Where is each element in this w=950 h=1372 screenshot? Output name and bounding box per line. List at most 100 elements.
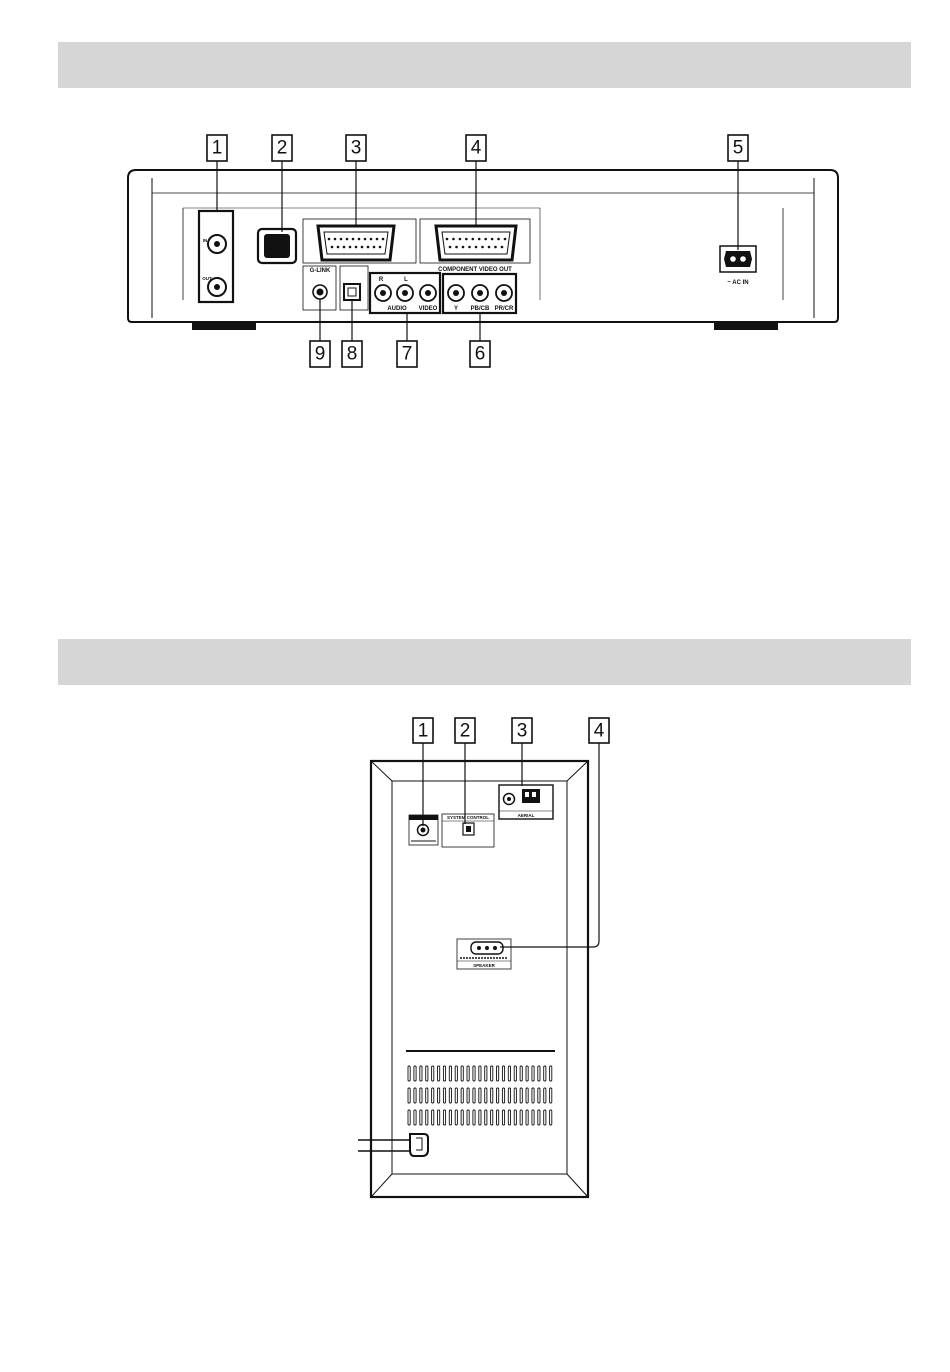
callout-9: 9 — [310, 341, 330, 367]
vent-slot — [449, 1088, 451, 1103]
sub-callout-4: 4 — [589, 718, 609, 743]
scart-pin — [346, 238, 349, 241]
vent-slot — [473, 1110, 475, 1125]
vent-slot — [538, 1088, 540, 1103]
scart-pin — [491, 238, 494, 241]
section-header-band-bottom — [58, 639, 911, 685]
vent-grille — [408, 1066, 552, 1125]
power-cord — [358, 1134, 428, 1156]
section-header-band-top — [58, 42, 911, 88]
scart-pin — [334, 238, 337, 241]
scart-pin — [468, 246, 471, 249]
audio-l-label: L — [404, 277, 408, 283]
scart-pin — [361, 246, 364, 249]
subwoofer-cabinet — [371, 761, 588, 1197]
scart-pin — [367, 246, 370, 249]
callout-5-number: 5 — [733, 138, 744, 159]
vent-slot — [438, 1088, 440, 1103]
vent-slot — [461, 1110, 463, 1125]
scart-connector-2 — [420, 219, 530, 263]
video-label: VIDEO — [419, 306, 438, 312]
vent-slot — [497, 1110, 499, 1125]
system-control-label: SYSTEM CONTROL — [447, 815, 489, 820]
scart-pin — [379, 246, 382, 249]
scart-pin — [446, 238, 449, 241]
aerial-out-label: OUT — [202, 276, 212, 281]
vent-slot — [485, 1088, 487, 1103]
scart-pin — [328, 238, 331, 241]
scart-pin — [481, 246, 484, 249]
scart-pin — [459, 238, 462, 241]
vent-slot — [520, 1110, 522, 1125]
vent-slot — [538, 1110, 540, 1125]
vent-slot — [514, 1066, 516, 1081]
sub-callout-3: 3 — [512, 718, 532, 743]
ac-in-socket: ~ AC IN — [720, 246, 756, 286]
vent-slot — [461, 1066, 463, 1081]
vent-slot — [455, 1066, 457, 1081]
aerial-in-label: IN — [203, 238, 208, 243]
callout-9-number: 9 — [315, 344, 326, 365]
callout-1-number: 1 — [212, 138, 223, 159]
vent-slot — [467, 1088, 469, 1103]
vent-slot — [426, 1110, 428, 1125]
scart-pin — [452, 238, 455, 241]
vent-slot — [443, 1110, 445, 1125]
scart-pin — [501, 246, 504, 249]
vent-slot — [479, 1066, 481, 1081]
vent-slot — [550, 1066, 552, 1081]
scart-connector-1 — [303, 219, 416, 263]
vent-slot — [438, 1066, 440, 1081]
vent-slot — [538, 1066, 540, 1081]
scart-pin — [343, 246, 346, 249]
vent-slot — [473, 1066, 475, 1081]
vent-slot — [514, 1110, 516, 1125]
scart-pin — [382, 238, 385, 241]
callout-6-number: 6 — [475, 344, 486, 365]
vent-slot — [485, 1110, 487, 1125]
scart-pin — [471, 238, 474, 241]
vent-slot — [455, 1110, 457, 1125]
audio-video-out-jacks: R L AUDIO VIDEO — [370, 273, 440, 313]
vent-slot — [420, 1110, 422, 1125]
scart-pin — [475, 246, 478, 249]
component-video-out-label: COMPONENT VIDEO OUT — [438, 267, 512, 273]
callout-4-number: 4 — [471, 138, 482, 159]
vent-slot — [497, 1088, 499, 1103]
vent-slot — [414, 1066, 416, 1081]
sub-callout-2-number: 2 — [460, 721, 471, 742]
vent-slot — [491, 1066, 493, 1081]
vent-slot — [479, 1088, 481, 1103]
vent-slot — [544, 1088, 546, 1103]
vent-slot — [449, 1066, 451, 1081]
scart-pin — [373, 246, 376, 249]
scart-pin — [370, 238, 373, 241]
vent-slot — [497, 1066, 499, 1081]
vent-slot — [426, 1066, 428, 1081]
callout-2-number: 2 — [277, 138, 288, 159]
foot-right — [714, 322, 778, 330]
vent-slot — [502, 1110, 504, 1125]
callout-7-number: 7 — [402, 344, 413, 365]
vent-slot — [526, 1066, 528, 1081]
g-link-label: G-LINK — [310, 268, 331, 274]
vent-slot — [432, 1088, 434, 1103]
vent-slot — [461, 1088, 463, 1103]
speaker-label: SPEAKER — [473, 963, 496, 968]
component-video-out-jacks: COMPONENT VIDEO OUT Y PB/CB PR/CR — [438, 267, 516, 313]
pb-cb-label: PB/CB — [471, 306, 490, 312]
vent-slot — [502, 1066, 504, 1081]
callout-7: 7 — [397, 341, 417, 367]
sub-callout-1-number: 1 — [418, 721, 429, 742]
sub-callout-2: 2 — [455, 718, 475, 743]
scart-pin — [455, 246, 458, 249]
vent-slot — [432, 1066, 434, 1081]
scart-pin — [358, 238, 361, 241]
callout-3: 3 — [346, 135, 366, 161]
vent-slot — [532, 1110, 534, 1125]
scart-pin — [364, 238, 367, 241]
scart-pin — [462, 246, 465, 249]
main-unit-rear-panel-diagram: IN OUT G-LINK R L — [0, 120, 950, 380]
scart-pin — [494, 246, 497, 249]
system-control-port: SYSTEM CONTROL — [442, 814, 494, 847]
